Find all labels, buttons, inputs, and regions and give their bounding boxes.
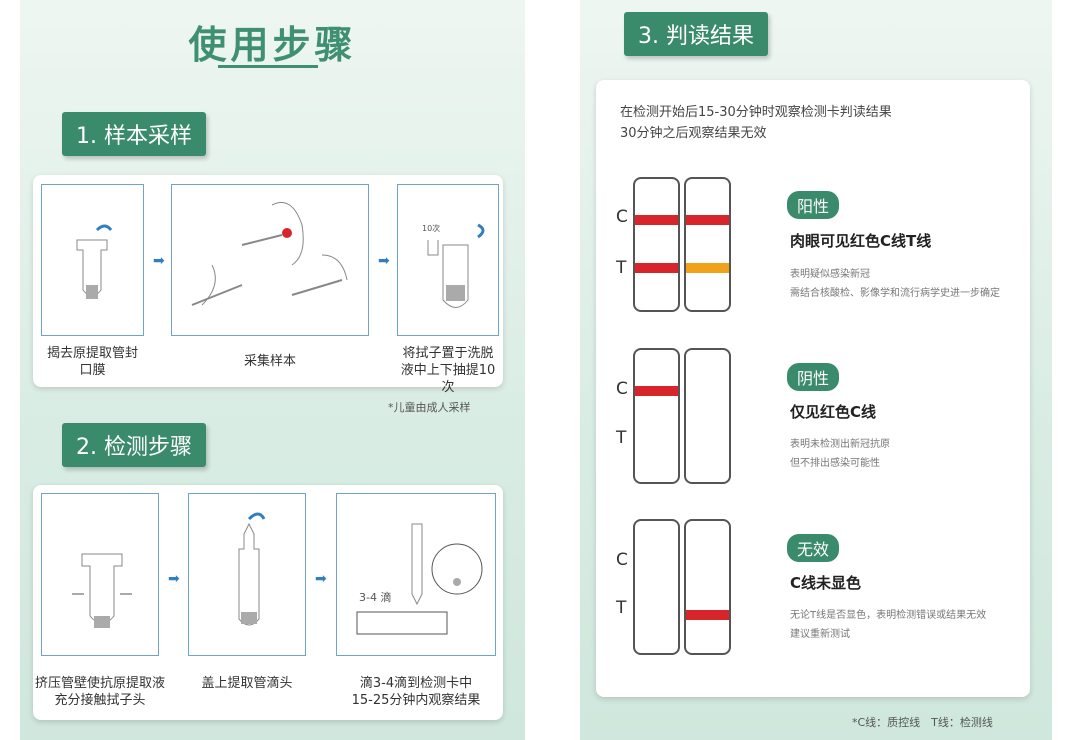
- test-strip: [684, 519, 731, 655]
- intro: 在检测开始后15-30分钟时观察检测卡判读结果 30分钟之后观察结果无效: [620, 102, 892, 144]
- step2-tag: 2. 检测步骤: [62, 423, 206, 467]
- negative-title: 仅见红色C线: [790, 403, 877, 421]
- step1-tag: 1. 样本采样: [62, 112, 206, 156]
- invalid-badge: 无效: [787, 534, 840, 562]
- title-underline: [218, 65, 318, 68]
- usage-steps-panel: 使用步骤 1. 样本采样 ➡ ➡ 10次 揭去原提取管封口膜 采集样本 将拭子置…: [20, 0, 525, 740]
- drops-label: 3-4 滴: [359, 591, 392, 604]
- step1-caption-1: 揭去原提取管封口膜: [46, 346, 138, 378]
- c-line: [635, 215, 678, 225]
- arrow-icon: ➡: [153, 253, 165, 269]
- c-label: C: [616, 207, 628, 227]
- intro-line-1: 在检测开始后15-30分钟时观察检测卡判读结果: [620, 105, 892, 120]
- positive-title: 肉眼可见红色C线T线: [790, 232, 932, 250]
- step1-caption-3: 将拭子置于洗脱液中上下抽提10次: [400, 346, 496, 395]
- step3-tag: 3. 判读结果: [624, 12, 768, 56]
- t-line-faint: [686, 263, 729, 273]
- t-line: [686, 610, 729, 620]
- elution-illustration: 10次: [397, 184, 499, 336]
- invalid-title: C线未显色: [790, 574, 862, 592]
- t-label: T: [616, 598, 627, 618]
- c-label: C: [616, 550, 628, 570]
- count-label: 10次: [422, 224, 441, 233]
- arrow-icon: ➡: [315, 571, 327, 587]
- c-label: C: [616, 379, 628, 399]
- control-strip: [633, 177, 680, 312]
- step2-caption-3: 滴3-4滴到检测卡中15-25分钟内观察结果: [351, 676, 481, 708]
- t-label: T: [616, 258, 627, 278]
- positive-desc: 表明疑似感染新冠需结合核酸检、影像学和流行病学史进一步确定: [790, 269, 1000, 299]
- arrow-icon: ➡: [168, 571, 180, 587]
- test-strip: [684, 177, 731, 312]
- drop-illustration: 3-4 滴: [336, 493, 496, 656]
- tube-illustration: [41, 184, 144, 336]
- t-line: [635, 263, 678, 273]
- page-title: 使用步骤: [188, 23, 357, 67]
- arrow-icon: ➡: [378, 253, 390, 269]
- control-strip: [633, 348, 680, 484]
- step2-caption-1: 挤压管壁使抗原提取液充分接触拭子头: [34, 676, 165, 708]
- test-strip: [684, 348, 731, 484]
- c-line: [635, 386, 678, 396]
- interpretation-panel: 3. 判读结果 在检测开始后15-30分钟时观察检测卡判读结果 30分钟之后观察…: [580, 0, 1052, 740]
- sampling-illustration: [171, 184, 369, 336]
- c-line: [686, 215, 729, 225]
- positive-badge: 阳性: [787, 191, 840, 219]
- invalid-desc: 无论T线是否显色，表明检测错误或结果无效建议重新测试: [790, 610, 987, 640]
- negative-desc: 表明未检测出新冠抗原但不排出感染可能性: [790, 439, 890, 469]
- negative-badge: 阴性: [787, 363, 840, 391]
- t-label: T: [616, 428, 627, 448]
- control-strip: [633, 519, 680, 655]
- step2-caption-2: 盖上提取管滴头: [201, 676, 293, 691]
- results-card: 在检测开始后15-30分钟时观察检测卡判读结果 30分钟之后观察结果无效 C T…: [596, 80, 1030, 697]
- cap-illustration: [188, 493, 306, 656]
- step1-caption-2: 采集样本: [243, 354, 296, 369]
- child-note: *儿童由成人采样: [388, 401, 471, 414]
- squeeze-illustration: [41, 493, 159, 656]
- footnote: *C线：质控线 T线：检测线: [852, 716, 993, 729]
- step2-card: ➡ ➡ 3-4 滴 挤压管壁使抗原提取液充分接触拭子头 盖上提取管滴头 滴3-4…: [33, 485, 503, 720]
- step1-card: ➡ ➡ 10次 揭去原提取管封口膜 采集样本 将拭子置于洗脱液中上下抽提10次: [33, 175, 503, 395]
- intro-line-2: 30分钟之后观察结果无效: [620, 126, 767, 141]
